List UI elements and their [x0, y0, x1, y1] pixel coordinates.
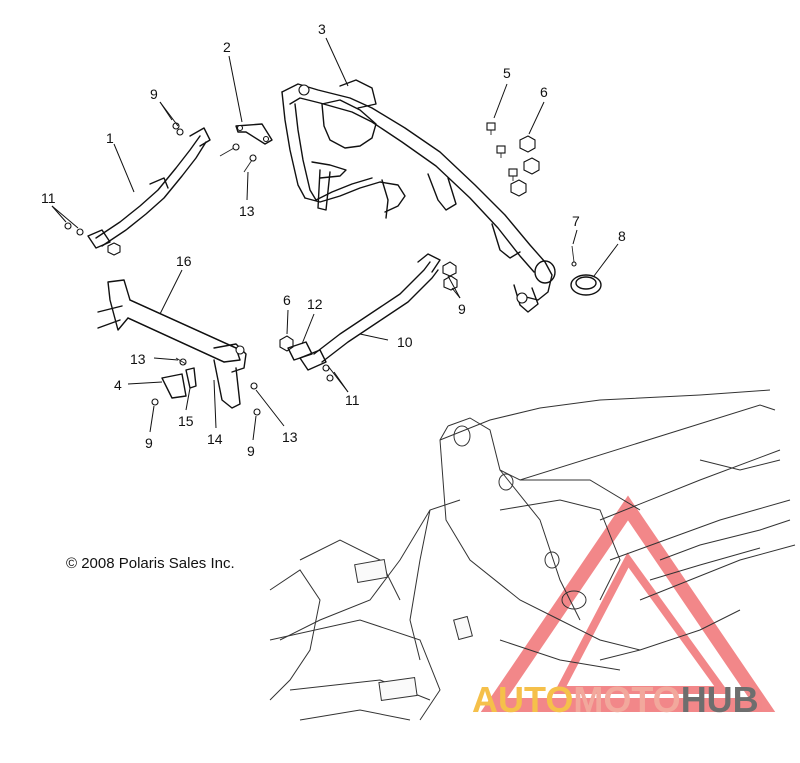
- callout-labels: 2 3 5 6 9 1 11 13 7 8 16 9 6 12 10 13 4 …: [41, 21, 626, 459]
- callout-11: 11: [345, 392, 360, 408]
- callout-15: 15: [178, 413, 194, 429]
- callout-13: 13: [239, 203, 255, 219]
- callout-6: 6: [283, 292, 291, 308]
- callout-9: 9: [247, 443, 255, 459]
- callout-16: 16: [176, 253, 192, 269]
- callout-3: 3: [318, 21, 326, 37]
- callout-9: 9: [458, 301, 466, 317]
- watermark-moto: MOTO: [573, 679, 680, 720]
- part-12-plate: [287, 341, 313, 361]
- part-7-pin: [571, 245, 577, 267]
- part-8-cap: [570, 274, 602, 296]
- part-1-tube: [64, 122, 211, 256]
- bolt-13-upper: [219, 143, 257, 173]
- callout-13: 13: [130, 351, 146, 367]
- part-3-upper-frame: [281, 79, 556, 313]
- callout-12: 12: [307, 296, 323, 312]
- svg-text:AUTOMOTOHUB: AUTOMOTOHUB: [472, 679, 759, 720]
- part-13-bolt-lower: [175, 357, 258, 390]
- hardware-5-6-bolts-nuts: [486, 122, 540, 197]
- callout-10: 10: [397, 334, 413, 350]
- callout-2: 2: [223, 39, 231, 55]
- callout-7: 7: [572, 213, 580, 229]
- snowmobile-chassis: [269, 389, 796, 721]
- part-2-bracket: [235, 123, 273, 145]
- part-6-nut-lower: [279, 335, 294, 352]
- part-15-clip: [185, 367, 197, 389]
- watermark-logo: AUTOMOTOHUB: [472, 679, 759, 720]
- callout-9: 9: [145, 435, 153, 451]
- callout-4: 4: [114, 377, 122, 393]
- part-4-bracket: [161, 373, 187, 399]
- callout-8: 8: [618, 228, 626, 244]
- callout-9: 9: [150, 86, 158, 102]
- watermark-hub: HUB: [681, 679, 759, 720]
- callout-13: 13: [282, 429, 298, 445]
- copyright-text: © 2008 Polaris Sales Inc.: [66, 555, 235, 572]
- watermark-auto: AUTO: [472, 679, 573, 720]
- part-9-bolts-lower: [151, 398, 261, 416]
- callout-1: 1: [106, 130, 114, 146]
- part-10-tube: [299, 253, 458, 382]
- leader-lines: [51, 37, 619, 441]
- callout-11: 11: [41, 190, 56, 206]
- callout-6: 6: [540, 84, 548, 100]
- part-16-crossmember: [97, 279, 247, 409]
- callout-5: 5: [503, 65, 511, 81]
- watermark-triangle-icon: [480, 495, 776, 712]
- callout-14: 14: [207, 431, 223, 447]
